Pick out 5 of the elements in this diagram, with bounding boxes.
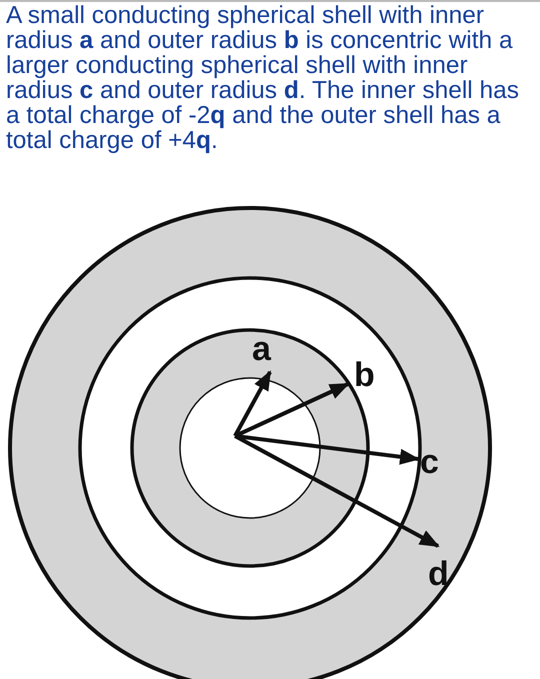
radius-label: b [354,358,375,392]
radius-label: d [428,557,449,591]
radius-label: c [420,445,439,479]
radius-label: a [252,332,271,366]
problem-statement: A small conducting spherical shell with inner radius a and outer radius b is concentric with a larger conducting spherical shell with inner radius c and outer radius d. The inner shell has a total charge of -2q and the outer shell has a total charge of +4q. [6,3,520,153]
